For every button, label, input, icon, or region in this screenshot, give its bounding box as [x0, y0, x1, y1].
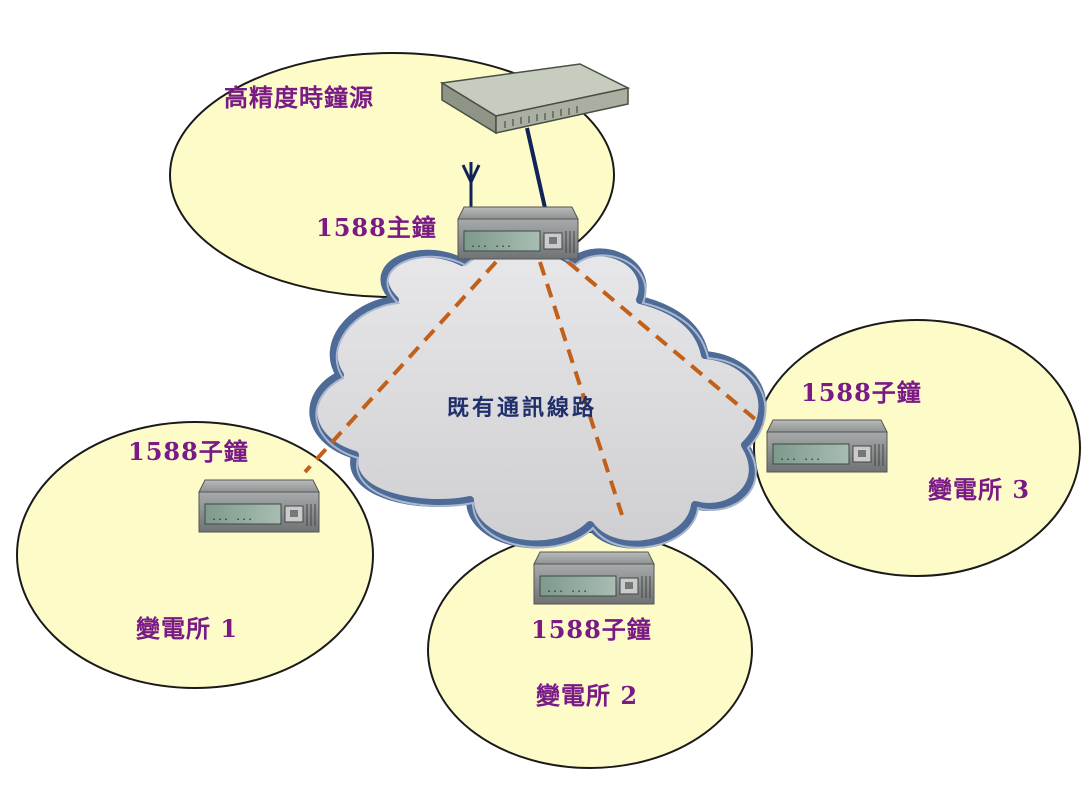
slave-clock-2-label: 1588子鐘	[531, 615, 652, 644]
gps-receiver-icon	[439, 63, 631, 135]
link-to-substation-1	[303, 260, 498, 474]
substation-2-label: 變電所 2	[536, 681, 639, 710]
slave-clock-1-label: 1588子鐘	[128, 437, 249, 466]
substation-3-zone	[753, 319, 1081, 577]
master-clock-label: 1588主鐘	[316, 213, 437, 242]
slave-clock-3-device-icon	[766, 419, 888, 473]
network-label: 既有通訊線路	[447, 395, 598, 421]
slave-clock-3-label: 1588子鐘	[801, 378, 922, 407]
slave-clock-2-device-icon	[533, 551, 655, 605]
substation-1-label: 變電所 1	[136, 614, 239, 643]
substation-3-label: 變電所 3	[928, 475, 1031, 504]
slave-clock-1-device-icon	[198, 479, 320, 533]
clock-source-label: 高精度時鐘源	[224, 83, 374, 112]
source-cable	[525, 127, 547, 209]
network-links	[303, 260, 764, 516]
link-to-substation-3	[566, 260, 764, 427]
master-clock-device-icon	[457, 206, 579, 260]
